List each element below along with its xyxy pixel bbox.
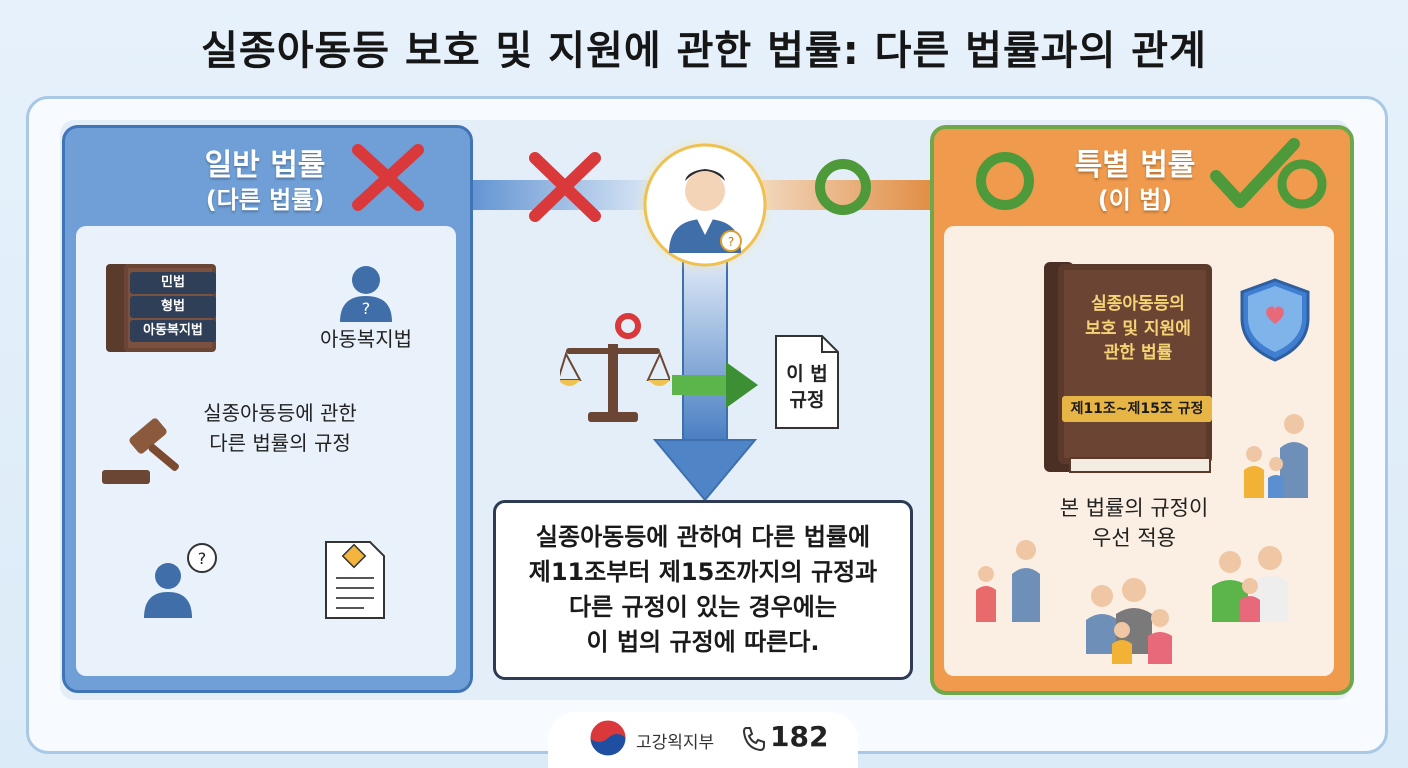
special-law-subheading: (이 법) — [1097, 186, 1173, 214]
page-title: 실종아동등 보호 및 지원에 관한 법률: 다른 법률과의 관계 — [201, 28, 1207, 74]
apply-line2: 우선 적용 — [1092, 526, 1176, 550]
general-law-subheading: (다른 법률) — [205, 186, 325, 214]
rule-line-4: 이 법의 규정에 따른다. — [586, 627, 820, 656]
gavel-label-line2: 다른 법률의 규정 — [209, 431, 351, 455]
phone-icon — [742, 727, 765, 752]
family-parent-child-icon — [1244, 414, 1308, 498]
law-doc-line1: 이 법 — [786, 363, 828, 385]
svg-text:?: ? — [198, 549, 207, 568]
book-childwelfare: 아동복지법 — [130, 320, 216, 342]
svg-text:?: ? — [362, 299, 371, 318]
right-arrow-green — [672, 362, 758, 408]
center-o-mark-icon — [815, 159, 871, 215]
person-question-icon: ? — [340, 266, 392, 322]
o-mark-icon — [976, 152, 1034, 210]
book-civil: 민법 — [130, 272, 216, 294]
rule-line-1: 실종아동등에 관하여 다른 법률에 — [535, 523, 871, 552]
law-doc-line2: 규정 — [789, 389, 825, 411]
law-doc-icon — [775, 335, 839, 429]
book-range-label: 제11조~제15조 규정 — [1062, 396, 1212, 422]
family-group-icon — [1086, 578, 1172, 664]
x-mark-icon — [352, 144, 424, 211]
book-title: 실종아동등의 보호 및 지원에 관한 법률 — [1085, 294, 1191, 364]
ministry-name: 고강왹지부 — [636, 733, 715, 753]
rule-line-3: 다른 규정이 있는 경우에는 — [569, 593, 837, 621]
down-arrow — [652, 250, 758, 502]
family-hug-icon — [1212, 546, 1288, 622]
scale-icon — [560, 313, 670, 422]
svg-text:?: ? — [728, 235, 734, 249]
general-law-heading: 일반 법률 — [204, 148, 326, 183]
person-label: 아동복지법 — [320, 327, 412, 351]
government-logo-icon — [589, 719, 627, 757]
person-speech-icon: ? — [144, 543, 217, 618]
check-o-mark-icon — [1210, 138, 1327, 209]
rule-line-2: 제11조부터 제15조까지의 규정과 — [528, 558, 878, 587]
center-x-mark-icon — [529, 152, 601, 222]
apply-line1: 본 법률의 규정이 — [1059, 496, 1209, 520]
special-law-heading: 특별 법률 — [1074, 148, 1196, 183]
hotline-number: 182 — [770, 720, 829, 753]
gavel-icon — [102, 418, 179, 484]
rule-statement-box: 실종아동등에 관하여 다른 법률에 제11조부터 제15조까지의 규정과 다른 … — [493, 500, 913, 680]
document-icon — [325, 541, 385, 619]
gavel-label-line1: 실종아동등에 관한 — [203, 401, 357, 425]
official-glow: ? — [635, 135, 775, 275]
family-walk-icon — [976, 540, 1040, 622]
shield-heart-icon — [1240, 278, 1310, 362]
book-criminal: 형법 — [130, 296, 216, 318]
